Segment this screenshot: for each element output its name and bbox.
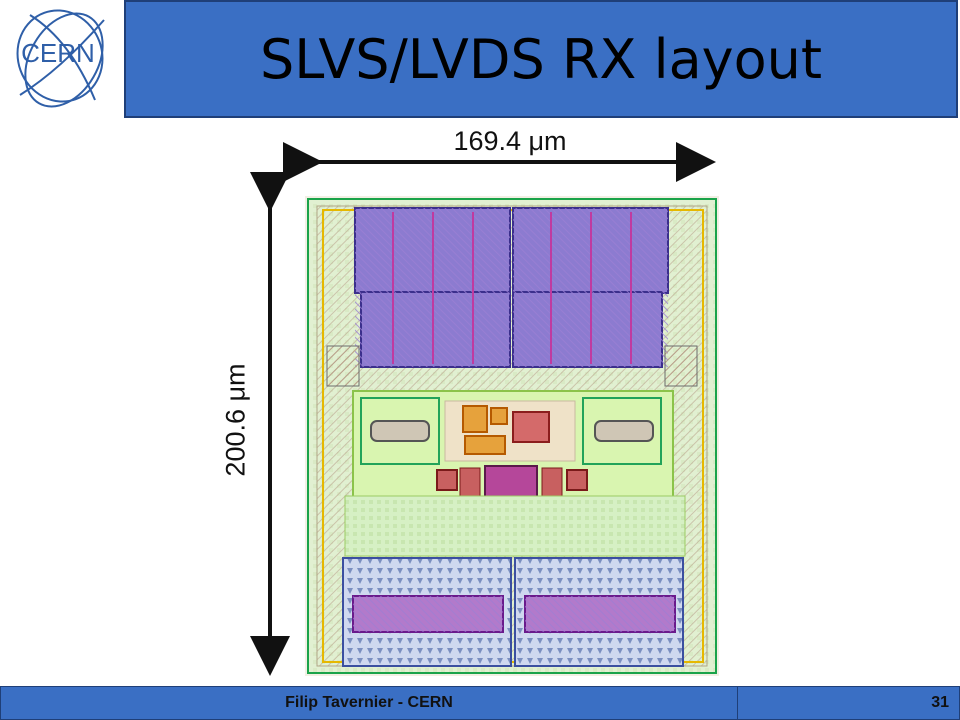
cern-logo: CERN bbox=[16, 9, 105, 108]
cern-logo-text: CERN bbox=[21, 38, 95, 68]
footer-author: Filip Tavernier - CERN bbox=[1, 687, 738, 719]
page-number: 31 bbox=[931, 694, 949, 711]
slide-title: SLVS/LVDS RX layout bbox=[259, 28, 823, 91]
title-bar: SLVS/LVDS RX layout bbox=[124, 0, 958, 118]
height-dimension-label: 200.6 μm bbox=[220, 363, 251, 477]
footer-bar: Filip Tavernier - CERN 31 bbox=[0, 686, 960, 720]
chip-layout-image bbox=[305, 196, 719, 676]
width-dimension-label: 169.4 μm bbox=[453, 126, 567, 156]
